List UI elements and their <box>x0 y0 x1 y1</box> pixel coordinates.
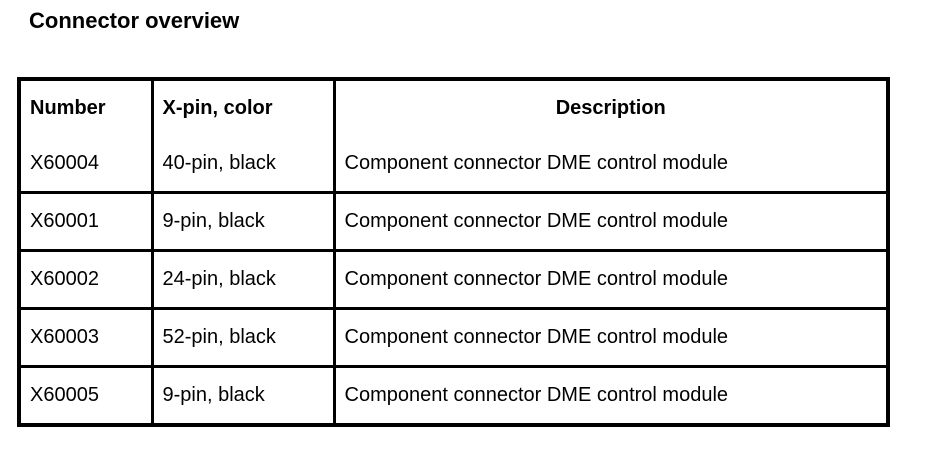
column-header-xpin-color: X-pin, color <box>152 79 336 136</box>
cell-description: Component connector DME control module <box>334 136 888 194</box>
table-row: X60003 52-pin, black Component connector… <box>19 308 888 368</box>
cell-description: Component connector DME control module <box>344 384 729 406</box>
cell-xpin-color: 40-pin, black <box>152 136 336 194</box>
connector-overview-table: Number X-pin, color Description X60004 4… <box>17 77 890 427</box>
table-row: X60001 9-pin, black Component connector … <box>19 192 888 252</box>
table-row: X60004 40-pin, black Component connector… <box>19 136 888 194</box>
cell-description: Component connector DME control module <box>334 308 888 368</box>
table-header-row: Number X-pin, color Description <box>19 79 888 136</box>
cell-number: X60004 <box>19 136 154 194</box>
cell-number: X60002 <box>19 250 154 310</box>
page-title: Connector overview <box>29 8 240 33</box>
table-row: X60002 24-pin, black Component connector… <box>19 250 888 310</box>
cell-xpin-color: 24-pin, black <box>152 250 336 310</box>
column-header-number: Number <box>19 79 154 136</box>
cell-xpin-color: 9-pin, black <box>152 366 336 425</box>
cell-number: X60005 <box>19 366 154 425</box>
cell-description: Component connector DME control module <box>334 250 888 310</box>
cell-description: Component connector DME control module <box>334 192 888 252</box>
table-body: X60004 40-pin, black Component connector… <box>19 136 888 425</box>
column-header-description: Description <box>555 97 666 119</box>
cell-xpin-color: 52-pin, black <box>152 308 336 368</box>
cell-number: X60001 <box>19 192 154 252</box>
connector-table-container: Number X-pin, color Description X60004 4… <box>17 77 890 427</box>
table-header: Number X-pin, color Description <box>19 79 888 136</box>
cell-number: X60003 <box>19 308 154 368</box>
cell-xpin-color: 9-pin, black <box>152 192 336 252</box>
table-row: X60005 9-pin, black Component connector … <box>19 366 888 425</box>
